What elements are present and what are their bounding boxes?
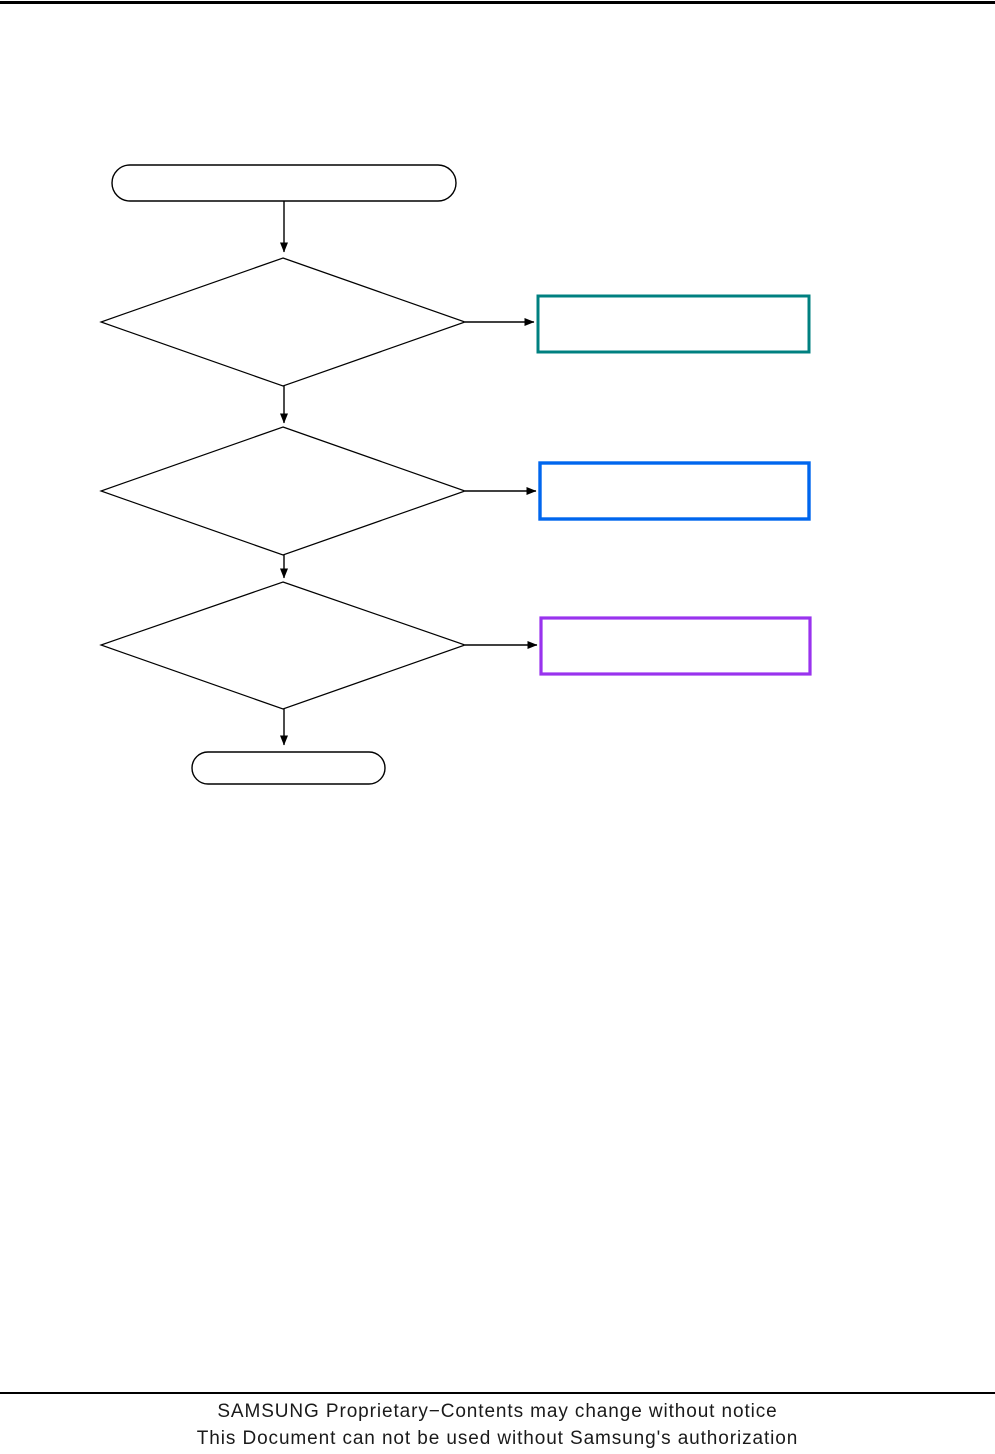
node-decision-1[interactable] [99,257,467,387]
end-terminator-shape [191,751,386,785]
decision-3-shape [99,581,467,710]
header-divider [0,1,995,4]
footer-line-proprietary: SAMSUNG Proprietary−Contents may change … [217,1401,778,1422]
node-process-2[interactable] [538,461,811,521]
decision-2-shape [99,426,467,556]
process-1-shape [536,294,811,354]
node-start-terminator[interactable] [111,164,457,202]
process-2-shape [538,461,811,521]
page-footer: SAMSUNG Proprietary−Contents may change … [0,1398,995,1452]
decision-1-shape [99,257,467,387]
footer-divider [0,1392,995,1394]
node-decision-3[interactable] [99,581,467,710]
node-process-3[interactable] [539,616,812,676]
node-decision-2[interactable] [99,426,467,556]
process-3-shape [539,616,812,676]
footer-line-authorization: This Document can not be used without Sa… [196,1428,799,1449]
node-process-1[interactable] [536,294,811,354]
start-terminator-shape [111,164,457,202]
node-end-terminator[interactable] [191,751,386,785]
